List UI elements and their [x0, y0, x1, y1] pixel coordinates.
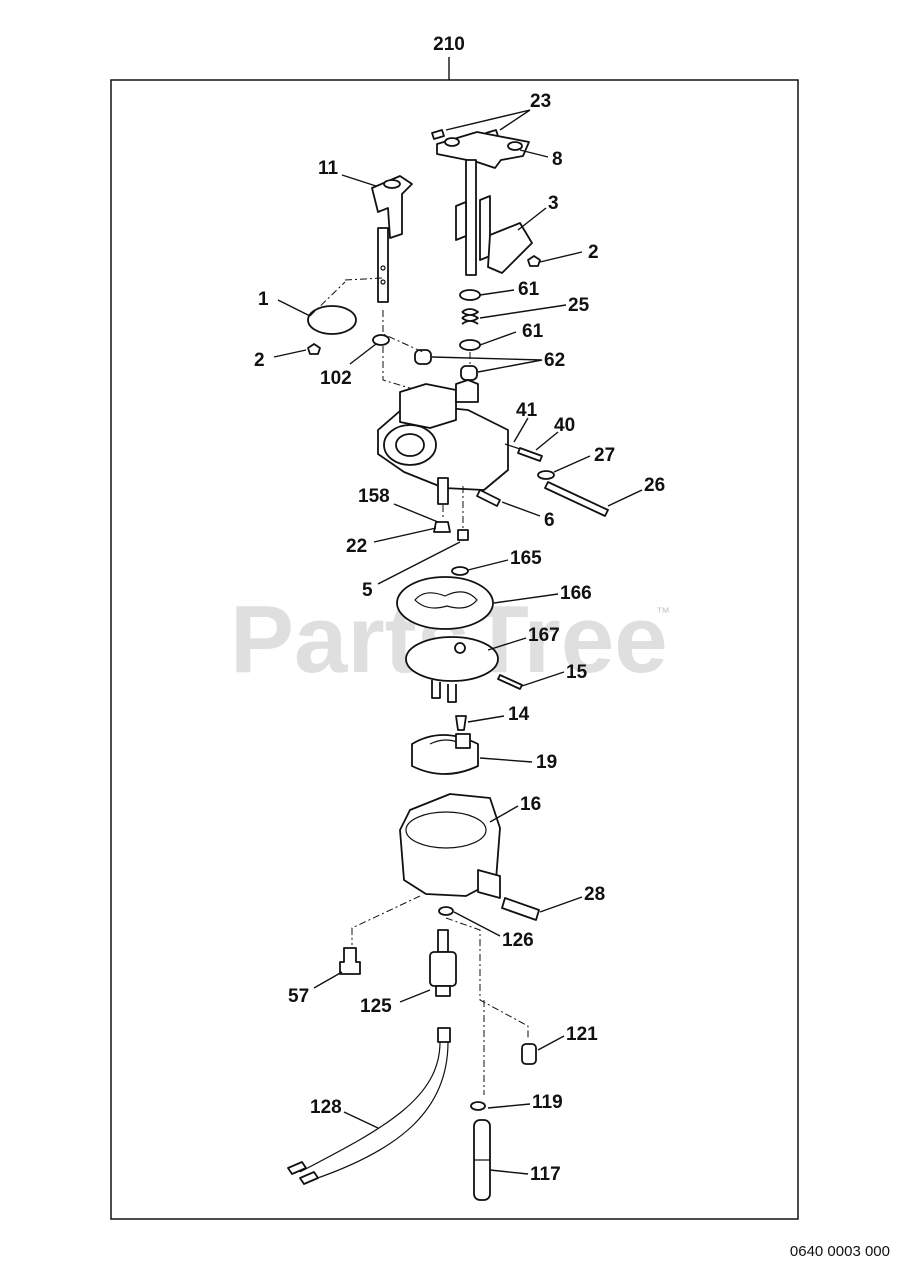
part-40-idle-screw	[517, 447, 543, 462]
part-8-choke-shaft	[436, 131, 530, 276]
part-16-float-bowl	[399, 793, 501, 899]
callout-labels: 23 8 11 3 2 1 61 25 61 2 102 62 41 40 27…	[254, 91, 665, 1185]
part-61-retainer-lower	[459, 339, 481, 351]
part-15-pin	[497, 674, 523, 690]
callout-128[interactable]: 128	[310, 1097, 342, 1118]
callout-158[interactable]: 158	[358, 486, 390, 507]
part-119-clip	[470, 1101, 486, 1111]
callout-23[interactable]: 23	[530, 91, 551, 112]
assembly-number[interactable]: 210	[433, 34, 465, 55]
callout-2-upper[interactable]: 2	[588, 242, 599, 263]
callout-5[interactable]: 5	[362, 580, 373, 601]
part-14-needle	[455, 715, 467, 731]
callout-117[interactable]: 117	[530, 1164, 561, 1185]
callout-102[interactable]: 102	[320, 368, 352, 389]
callout-22[interactable]: 22	[346, 536, 367, 557]
part-165-o-ring	[451, 566, 469, 576]
part-62-seal-left	[414, 349, 432, 365]
part-carburetor-body	[377, 379, 509, 505]
callout-61-upper[interactable]: 61	[518, 279, 540, 300]
part-5-nozzle	[457, 529, 469, 541]
parts-artwork	[287, 129, 609, 1201]
part-25-spring	[461, 308, 479, 325]
callout-166[interactable]: 166	[560, 583, 592, 604]
callout-27[interactable]: 27	[594, 445, 615, 466]
callout-61-lower[interactable]: 61	[522, 321, 544, 342]
callout-41[interactable]: 41	[516, 400, 538, 421]
bowl-guides	[351, 895, 529, 1095]
callout-119[interactable]: 119	[532, 1092, 563, 1113]
callout-57[interactable]: 57	[288, 986, 309, 1007]
callout-121[interactable]: 121	[566, 1024, 598, 1045]
callout-8[interactable]: 8	[552, 149, 563, 170]
part-1-throttle-plate	[307, 305, 357, 335]
part-128-wire-harness	[287, 1027, 451, 1185]
callout-leaders	[273, 109, 643, 1175]
callout-14[interactable]: 14	[508, 704, 530, 725]
part-2-screw-upper	[527, 255, 541, 267]
callout-1[interactable]: 1	[258, 289, 269, 310]
part-3-choke-plate	[487, 222, 533, 274]
callout-6[interactable]: 6	[544, 510, 555, 531]
part-102-washer	[372, 334, 390, 346]
callout-19[interactable]: 19	[536, 752, 557, 773]
callout-165[interactable]: 165	[510, 548, 542, 569]
callout-11[interactable]: 11	[318, 158, 339, 179]
part-6-screw	[476, 489, 501, 507]
callout-167[interactable]: 167	[528, 625, 560, 646]
watermark-trademark: ™	[656, 604, 670, 620]
callout-15[interactable]: 15	[566, 662, 588, 683]
callout-25[interactable]: 25	[568, 295, 590, 316]
part-125-solenoid	[429, 929, 457, 997]
callout-126[interactable]: 126	[502, 930, 534, 951]
part-117-tube	[473, 1119, 491, 1201]
part-61-retainer-upper	[459, 289, 481, 301]
part-126-o-ring	[438, 906, 454, 916]
part-166-gasket	[396, 576, 494, 630]
callout-3[interactable]: 3	[548, 193, 559, 214]
part-19-float	[411, 733, 479, 775]
callout-26[interactable]: 26	[644, 475, 665, 496]
part-27-clip	[537, 470, 555, 480]
part-2-screw-lower	[307, 343, 321, 355]
part-62-seal-right	[460, 365, 478, 381]
part-26-shaft	[544, 481, 609, 517]
callout-62[interactable]: 62	[544, 350, 565, 371]
drawing-code: 0640 0003 000	[790, 1243, 890, 1260]
throttle-plate-guide	[309, 277, 384, 317]
part-22-jet	[433, 521, 451, 533]
jet-guides	[442, 486, 464, 530]
part-167-diaphragm	[405, 636, 499, 703]
callout-125[interactable]: 125	[360, 996, 392, 1017]
callout-28[interactable]: 28	[584, 884, 605, 905]
shaft-guides	[382, 310, 471, 393]
part-57-screw	[339, 947, 361, 975]
callout-2-lower[interactable]: 2	[254, 350, 265, 371]
part-11-throttle-shaft	[371, 175, 413, 303]
callout-40[interactable]: 40	[554, 415, 575, 436]
diagram-frame	[110, 79, 799, 1220]
part-28-drain-screw	[501, 897, 540, 921]
part-121-cap	[521, 1043, 537, 1065]
callout-16[interactable]: 16	[520, 794, 541, 815]
